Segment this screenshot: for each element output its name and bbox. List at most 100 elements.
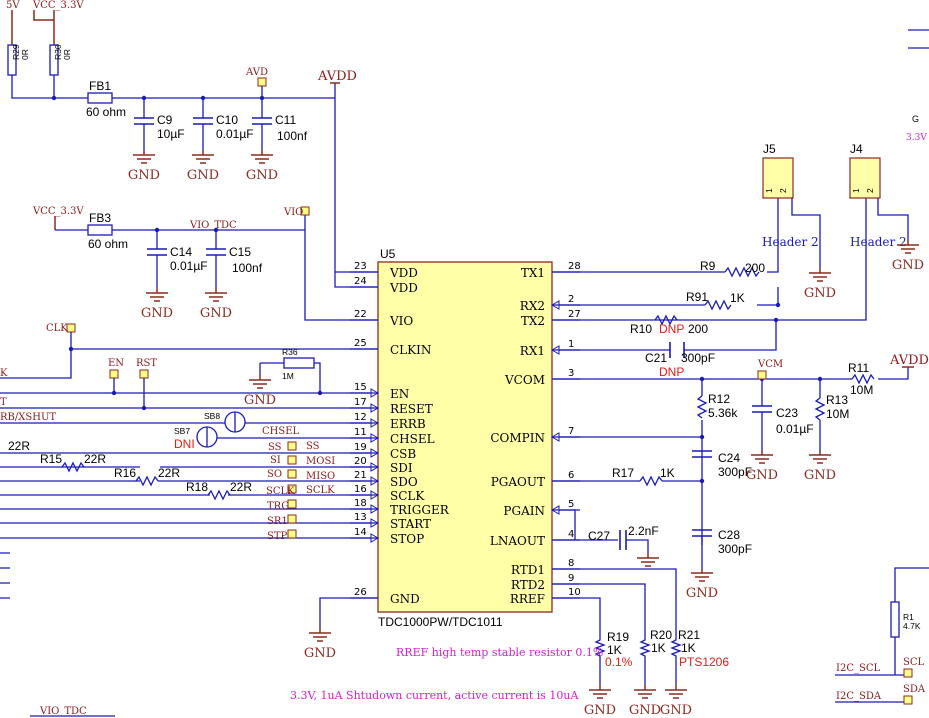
c15-val: 100nf [232, 261, 263, 275]
r13-val: 10M [826, 407, 849, 421]
note-rref: RREF high temp stable resistor 0.1% [396, 646, 603, 659]
gnd-symbol: GND [804, 268, 836, 301]
ic-pin-name-start: START [390, 517, 431, 531]
sb7-ref: SB7 [174, 426, 190, 436]
ic-pin-number: 17 [354, 397, 367, 408]
gnd-label: GND [804, 468, 836, 483]
ic-pin-number: 25 [354, 338, 367, 349]
net-vcc33-b: VCC_3.3V [32, 206, 84, 217]
c28-ref: C28 [718, 528, 740, 542]
ic-pin-number: 16 [354, 484, 367, 495]
r20-zigzag [639, 628, 651, 685]
ic-pin-number: 14 [354, 527, 367, 538]
ic-pin-name-sdi: SDI [390, 461, 413, 475]
gnd-symbol: GND [746, 450, 778, 483]
net-rst: RST [136, 358, 157, 369]
ic-pin-name-csb: CSB [390, 447, 416, 461]
net-ss: SS [268, 442, 282, 453]
j5-pin1: 1 [764, 188, 774, 193]
r30-val: 0R [62, 49, 72, 60]
c14-ref: C14 [170, 245, 192, 259]
spi-lines: 22R R15 22R R16 22R R18 22R SS SI SO SCL… [0, 439, 378, 599]
c15-ref: C15 [229, 245, 251, 259]
gnd-symbol: GND [200, 288, 232, 321]
net-ss-2: SS [306, 441, 320, 452]
c11-ref: C11 [275, 113, 296, 127]
r91-ref: R91 [686, 290, 708, 304]
r19-tol: 0.1% [605, 655, 633, 669]
sb7-dni: DNI [174, 437, 195, 451]
r9-val: 200 [745, 261, 765, 275]
transducer-section: R9 200 R91 1K R10 DNP 200 C21 300pF DNP … [552, 29, 929, 379]
net-so: SO [267, 469, 282, 480]
ic-pin-number: 21 [354, 470, 367, 481]
ic-pin-name-tx1: TX1 [521, 266, 545, 280]
c24-ref: C24 [718, 451, 740, 465]
gnd-label: GND [660, 703, 692, 718]
gnd-label: GND [746, 468, 778, 483]
r21-note: PTS1206 [679, 655, 729, 669]
ic-pin-name-rx2: RX2 [520, 299, 545, 313]
r16-val: 22R [158, 466, 180, 480]
vio-port [300, 206, 310, 216]
c14-val: 0.01µF [170, 259, 208, 273]
decoupling-caps-top: C9 10µF C10 0.01µF C11 100nf [51, 95, 308, 150]
r9-ref: R9 [700, 259, 716, 273]
gnd-label: GND [629, 703, 661, 718]
en-port [109, 369, 119, 379]
ic-pin-number: 23 [354, 261, 367, 272]
r19-ref: R19 [607, 630, 629, 644]
fb1-body[interactable] [87, 92, 113, 104]
c23-val: 0.01µF [776, 422, 814, 436]
ic-pin-number: 3 [568, 368, 574, 379]
gnd-symbol: GND [804, 450, 836, 483]
ic-pin-name-lnaout: LNAOUT [490, 534, 545, 548]
r11-val: 10M [850, 383, 873, 397]
net-sr1: SR1 [267, 516, 288, 527]
j5-header[interactable] [762, 157, 794, 199]
ic-pin-number: 24 [354, 276, 367, 287]
fb1-val: 60 ohm [86, 105, 126, 119]
ic-pin-name-rtd2: RTD2 [511, 578, 545, 592]
rst-port [139, 369, 149, 379]
ic-pin-name-compin: COMPIN [490, 431, 545, 445]
ic-body[interactable] [377, 261, 553, 613]
ic-pin-number: 5 [568, 499, 574, 510]
j4-header[interactable] [849, 157, 881, 199]
gnd-symbol: GND [128, 150, 160, 183]
ic-pin-number: 26 [354, 587, 367, 598]
net-5v: 5V [6, 0, 20, 11]
gnd-symbol: GND [892, 240, 924, 273]
r36-body[interactable] [283, 357, 315, 369]
r29-val: 0R [20, 49, 30, 60]
ic-pin-number: 27 [568, 309, 581, 320]
vcom-pga-section: VCM AVDD R11 10M R12 5.36k C23 0.01µF R1… [552, 353, 929, 568]
r18-zigzag [207, 489, 231, 501]
r20-ref: R20 [650, 628, 672, 642]
gnd-symbol: GND [584, 685, 616, 718]
gnd-label: GND [892, 258, 924, 273]
ic-pin-name-pgaout: PGAOUT [491, 475, 545, 489]
r91-val: 1K [730, 291, 745, 305]
r1-body[interactable] [890, 601, 900, 638]
net-chsel: CHSEL [262, 426, 300, 437]
r13-zigzag [814, 397, 826, 421]
r18-ref: R18 [186, 480, 208, 494]
c9-val: 10µF [157, 127, 185, 141]
r9-zigzag [724, 266, 760, 278]
fb3-body[interactable] [87, 224, 113, 236]
j5-pin2: 2 [778, 188, 788, 193]
ic-pin-number: 6 [568, 470, 574, 481]
ic-pin-number: 9 [568, 573, 574, 584]
r12-ref: R12 [708, 392, 730, 406]
ic-pin-number: 28 [568, 261, 581, 272]
r21-val: 1K [681, 641, 696, 655]
c21-val: 300pF [681, 351, 715, 365]
sda-port [903, 695, 913, 705]
j5-type: Header 2 [762, 235, 819, 249]
ic-pin-name-sdo: SDO [390, 475, 418, 489]
ic-pin-number: 8 [568, 558, 574, 569]
ic-pin-name-errb: ERRB [390, 417, 426, 431]
